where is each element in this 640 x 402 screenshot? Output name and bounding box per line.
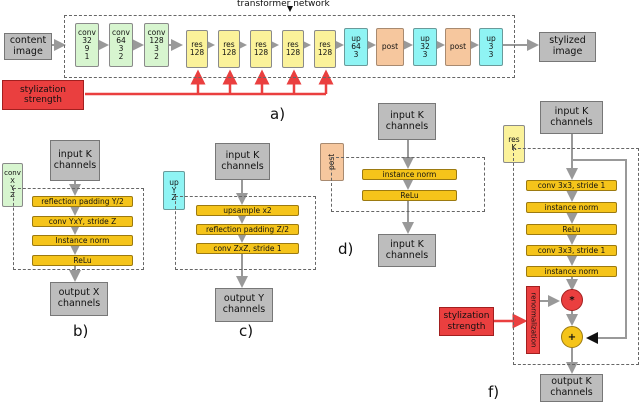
c-op: upsample x2 <box>196 205 299 216</box>
f-op: conv 3x3, stride 1 <box>526 180 617 191</box>
f-input-node: input K channels <box>540 101 603 134</box>
diagram-f-arrows <box>540 134 627 374</box>
d-op: ReLu <box>362 190 457 201</box>
label-f: f) <box>488 383 500 401</box>
f-stylization-strength-node: stylization strength <box>439 307 494 336</box>
content-image-node: content image <box>4 33 52 60</box>
transformer-network-region <box>64 15 515 78</box>
f-op: ReLu <box>526 224 617 235</box>
d-region <box>331 157 485 212</box>
post-block: post <box>376 28 404 66</box>
stylization-strength-node: stylization strength <box>2 80 84 110</box>
d-post-badge: post <box>320 143 344 181</box>
d-input-node: input K channels <box>378 103 436 140</box>
f-output-node: output K channels <box>540 374 603 402</box>
b-output-node: output X channels <box>50 282 108 316</box>
b-input-node: input K channels <box>50 140 100 181</box>
b-op: ReLu <box>32 255 133 266</box>
c-op: conv ZxZ, stride 1 <box>196 243 299 254</box>
post-block: post <box>445 28 471 66</box>
d-output-node: input K channels <box>378 234 436 267</box>
c-output-node: output Y channels <box>215 288 273 322</box>
network-pointer <box>287 6 293 12</box>
stylized-image-node: stylized image <box>539 32 596 62</box>
f-op: instance norm <box>526 202 617 213</box>
b-op: conv YxY, stride Z <box>32 216 133 227</box>
d-op: instance norm <box>362 169 457 180</box>
add-node: + <box>561 326 583 348</box>
c-input-node: input K channels <box>215 143 270 180</box>
label-c: c) <box>239 322 254 340</box>
label-b: b) <box>73 322 89 340</box>
c-op: reflection padding Z/2 <box>196 224 299 235</box>
f-region <box>513 148 639 365</box>
c-region <box>175 196 316 270</box>
f-renormalization: renormalization <box>526 286 540 354</box>
f-op: instance norm <box>526 266 617 277</box>
network-title: transformer network <box>237 0 330 9</box>
b-region <box>13 188 144 270</box>
label-d: d) <box>338 240 354 258</box>
f-op: conv 3x3, stride 1 <box>526 245 617 256</box>
b-op: Instance norm <box>32 235 133 246</box>
b-op: reflection padding Y/2 <box>32 196 133 207</box>
multiply-node: * <box>561 289 583 311</box>
label-a: a) <box>270 105 286 123</box>
diagram-a-strength-lines <box>85 69 334 96</box>
